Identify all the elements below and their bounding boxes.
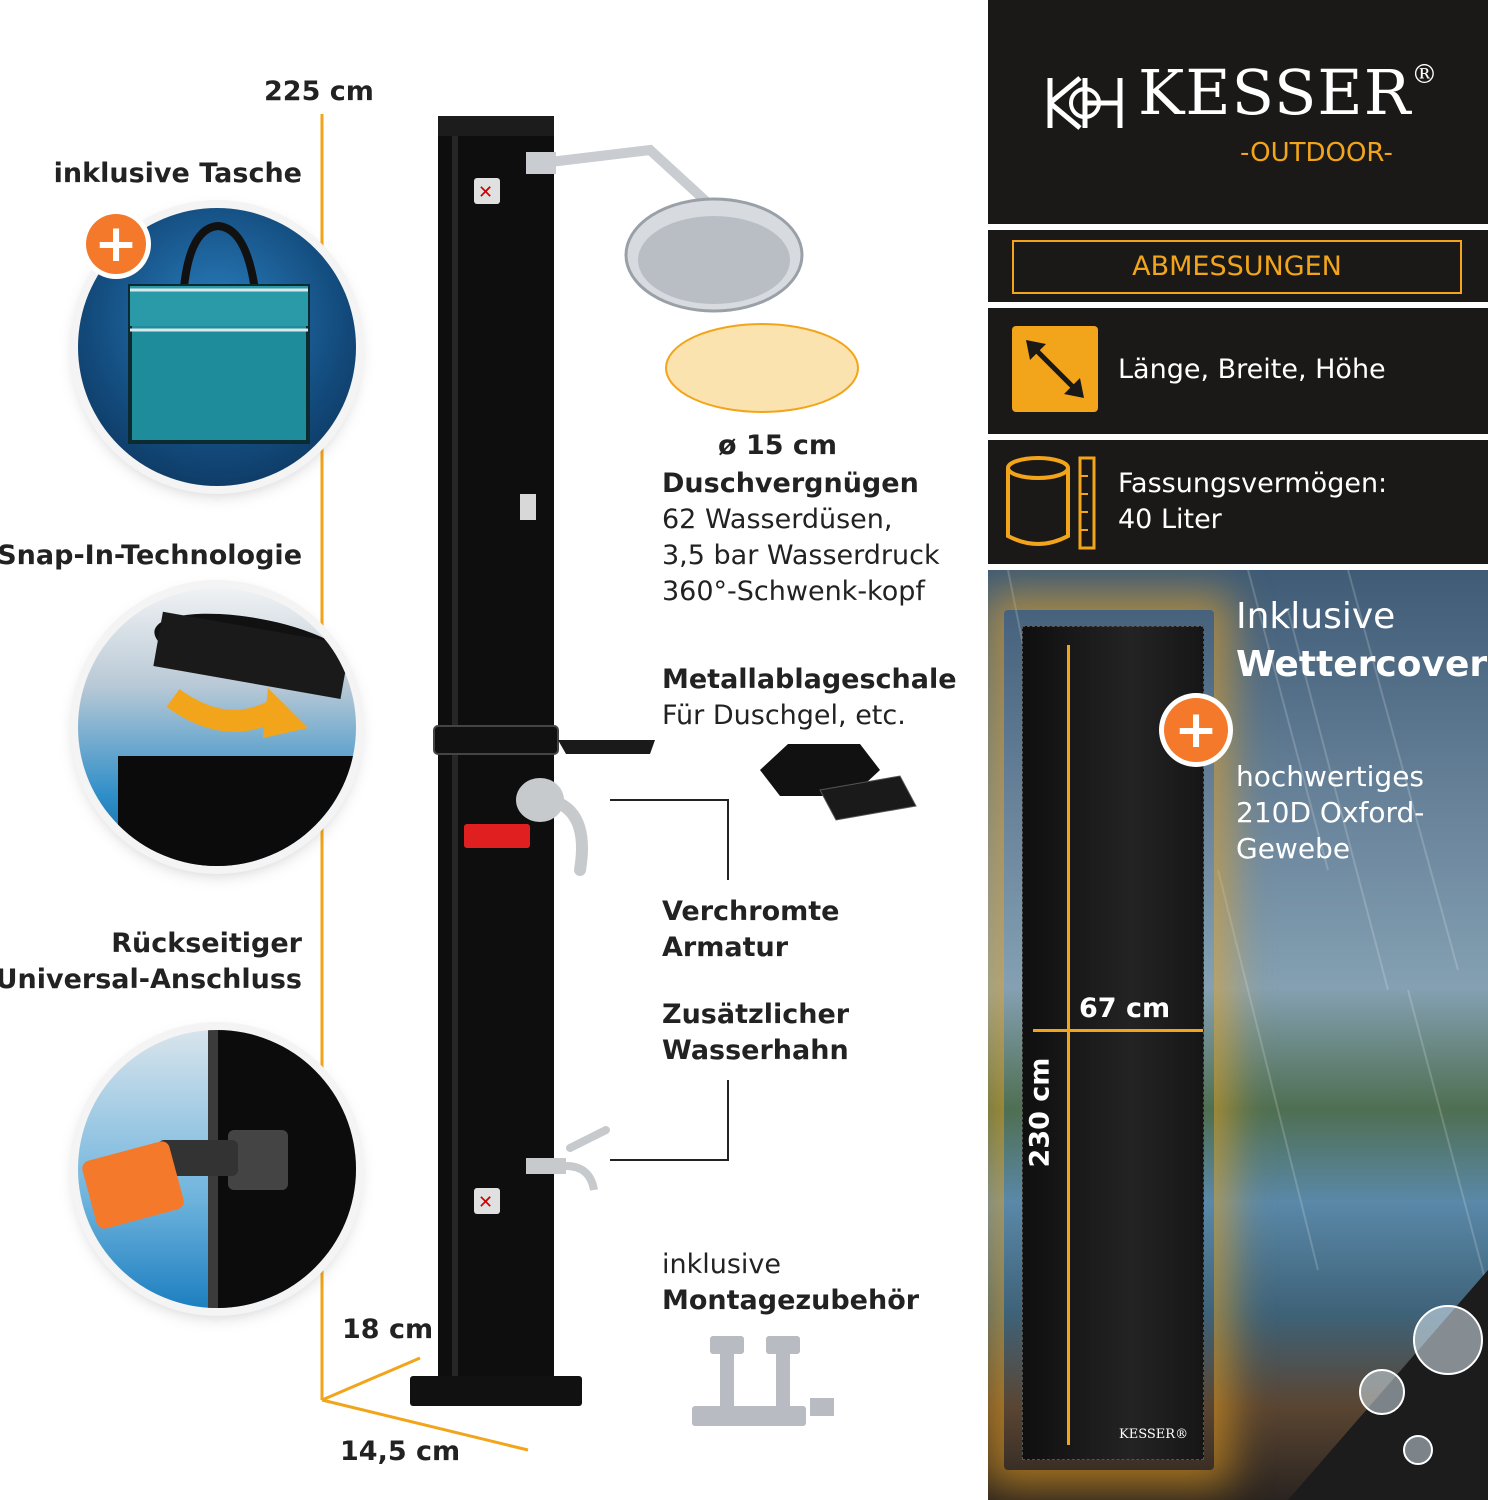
dims-label: Länge, Breite, Höhe <box>1118 354 1386 385</box>
soap-tray-icon <box>760 744 917 821</box>
fabric-line-3: Gewebe <box>1236 832 1351 865</box>
capacity-value: 40 Liter <box>1118 504 1222 535</box>
shower-line-3: 360°-Schwenk-kopf <box>662 576 925 607</box>
base-width: 14,5 cm <box>340 1436 461 1467</box>
tray-title: Metallablageschale <box>662 664 957 695</box>
plus-icon: + <box>1164 698 1228 762</box>
shower-head-icon <box>624 197 804 313</box>
cover-height: 230 cm <box>1024 1057 1056 1168</box>
snap-in-image <box>78 588 356 866</box>
tray-sub: Für Duschgel, etc. <box>662 700 906 731</box>
brand-name: KESSER® <box>1138 62 1438 124</box>
bag-label: inklusive Tasche <box>53 158 302 189</box>
dimensions-header-panel: ABMESSUNGEN <box>988 230 1488 302</box>
snap-lid-icon <box>118 611 356 866</box>
capacity-label: Fassungsvermögen: <box>1118 468 1388 499</box>
cover-vertical-line <box>1067 645 1070 1445</box>
fitting-line-2: Armatur <box>662 932 789 963</box>
base-depth: 18 cm <box>342 1314 434 1345</box>
plus-icon: + <box>86 214 146 274</box>
rain-overlay <box>1007 570 1488 1500</box>
shower-line-2: 3,5 bar Wasserdruck <box>662 540 940 571</box>
shower-line-1: 62 Wasserdüsen, <box>662 504 893 535</box>
kesser-logo-icon <box>1047 76 1123 130</box>
brand-panel: KESSER® -OUTDOOR- <box>988 0 1488 224</box>
fitting-line-1: Verchromte <box>662 896 840 927</box>
connector-image <box>78 1030 356 1308</box>
section-title: ABMESSUNGEN <box>1012 240 1462 294</box>
connector-label-1: Rückseitiger <box>111 928 302 959</box>
bag-icon <box>128 221 310 444</box>
mount-line-1: inklusive <box>662 1249 782 1280</box>
cover-body: 67 cm 230 cm KESSER® <box>1022 626 1204 1460</box>
dimensions-panel: Länge, Breite, Höhe <box>988 308 1488 434</box>
brand-name-text: KESSER <box>1138 56 1412 129</box>
cover-line-2: Wettercover <box>1236 644 1488 685</box>
cover-brand: KESSER® <box>1119 1427 1189 1442</box>
wrench-icon: ✕ <box>478 182 494 203</box>
shower-title: Duschvergnügen <box>662 468 919 499</box>
fabric-line-1: hochwertiges <box>1236 760 1425 793</box>
connector-label-2: Universal-Anschluss <box>0 964 302 995</box>
snap-label: Snap-In-Technologie <box>0 540 302 571</box>
cylinder-ruler-icon <box>1006 456 1096 550</box>
cover-width: 67 cm <box>1079 993 1171 1024</box>
fabric-line-2: 210D Oxford- <box>1236 796 1425 829</box>
cover-panel: 67 cm 230 cm KESSER® + Inklusive Wetterc… <box>988 570 1488 1500</box>
tap-line-2: Wasserhahn <box>662 1035 849 1066</box>
wrench-icon: ✕ <box>478 1192 494 1213</box>
mount-line-2: Montagezubehör <box>662 1285 920 1316</box>
cover-horizontal-line <box>1033 1029 1203 1032</box>
capacity-panel: Fassungsvermögen: 40 Liter <box>988 440 1488 564</box>
cover-line-1: Inklusive <box>1236 596 1396 637</box>
hose-connector-icon <box>82 1030 356 1308</box>
bolts-icon <box>692 1336 834 1426</box>
height-label: 225 cm <box>264 76 374 107</box>
tap-line-1: Zusätzlicher <box>662 999 850 1030</box>
diameter-label: ø 15 cm <box>718 430 838 461</box>
arrow-diagonal-icon <box>1012 326 1098 412</box>
brand-registered: ® <box>1411 60 1439 90</box>
brand-sub: -OUTDOOR- <box>1240 138 1393 168</box>
shower-illustration <box>410 116 917 1426</box>
